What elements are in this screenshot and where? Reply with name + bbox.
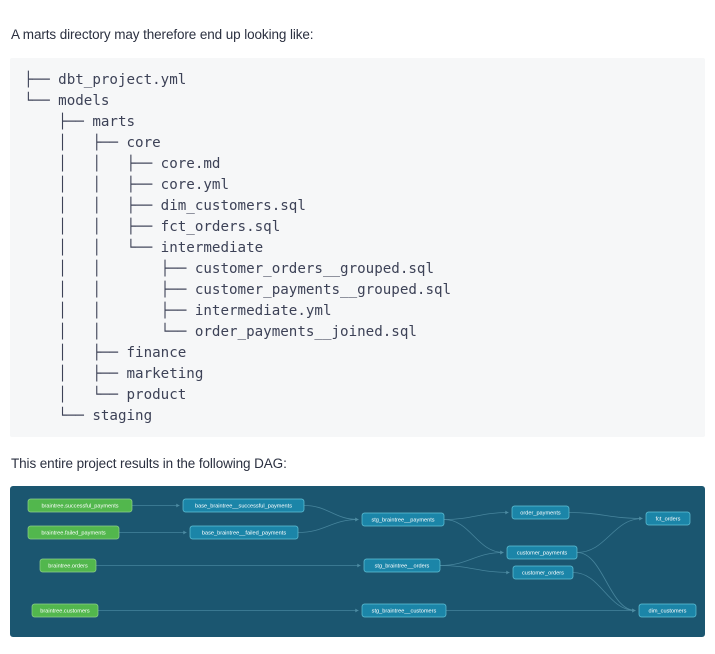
dag-edge <box>297 519 359 533</box>
dag-node-stg_braintree__payments[interactable]: stg_braintree__payments <box>361 512 445 527</box>
directory-tree-text: ├── dbt_project.yml └── models ├── marts… <box>24 71 452 424</box>
dag-node-box <box>638 603 697 618</box>
dag-edge-arrowhead <box>355 517 359 522</box>
dag-edge <box>443 512 509 520</box>
dag-node-box <box>645 511 691 526</box>
dag-edge-arrowhead <box>176 503 180 508</box>
dag-node-braintree_customers[interactable]: braintree.customers <box>31 603 99 618</box>
dag-node-box <box>363 558 441 573</box>
dag-edge <box>576 552 636 611</box>
dag-edge-arrowhead <box>357 563 361 568</box>
dag-node-dim_customers[interactable]: dim_customers <box>638 603 697 618</box>
dag-node-order_payments[interactable]: order_payments <box>511 505 570 520</box>
dag-node-label: order_payments <box>520 510 561 516</box>
dag-node-box <box>27 525 120 540</box>
dag-node-label: braintree.successful_payments <box>41 503 118 509</box>
dag-node-label: braintree.orders <box>48 563 88 569</box>
dag-node-box <box>511 505 570 520</box>
dag-node-box <box>361 512 445 527</box>
dag-node-box <box>39 558 97 573</box>
dag-node-box <box>512 565 574 580</box>
dag-node-label: dim_customers <box>649 608 687 614</box>
dag-edge-arrowhead <box>500 550 504 555</box>
dag-node-label: base_braintree__failed_payments <box>202 530 286 536</box>
dag-edge-arrowhead <box>639 516 643 521</box>
dag-node-box <box>506 545 578 560</box>
dag-graph: braintree.successful_payments braintree.f… <box>27 498 697 618</box>
dag-node-fct_orders[interactable]: fct_orders <box>645 511 691 526</box>
dag-edge-arrowhead <box>632 608 636 613</box>
dag-node-customer_payments[interactable]: customer_payments <box>506 545 578 560</box>
dag-edge-arrowhead <box>506 570 510 575</box>
dag-node-stg_braintree__customers[interactable]: stg_braintree__customers <box>361 603 447 618</box>
dag-node-box <box>27 498 133 513</box>
dag-node-braintree_successful_payments[interactable]: braintree.successful_payments <box>27 498 133 513</box>
dag-edge <box>576 518 643 553</box>
dag-node-braintree_failed_payments[interactable]: braintree.failed_payments <box>27 525 120 540</box>
dag-node-label: braintree.failed_payments <box>41 530 106 536</box>
dag-edge-layer <box>96 503 643 613</box>
dag-node-label: customer_payments <box>517 550 568 556</box>
dag-node-label: customer_orders <box>522 570 564 576</box>
dag-node-box <box>361 603 447 618</box>
dag-edge <box>568 512 643 519</box>
dag-node-label: stg_braintree__customers <box>372 608 437 614</box>
dag-node-box <box>189 525 299 540</box>
dag-node-label: base_braintree__successful_payments <box>195 503 292 509</box>
dag-node-label: stg_braintree__payments <box>371 517 434 523</box>
dag-node-label: braintree.customers <box>40 608 90 614</box>
dag-node-box <box>31 603 99 618</box>
intro-paragraph-marts: A marts directory may therefore end up l… <box>11 26 314 42</box>
dag-edge <box>572 572 636 611</box>
dag-edge <box>303 505 359 520</box>
doc-page: A marts directory may therefore end up l… <box>0 14 715 654</box>
dag-edge-arrowhead <box>183 530 187 535</box>
dag-node-stg_braintree__orders[interactable]: stg_braintree__orders <box>363 558 441 573</box>
dag-node-customer_orders[interactable]: customer_orders <box>512 565 574 580</box>
directory-tree-code-block: ├── dbt_project.yml └── models ├── marts… <box>10 57 705 437</box>
dag-panel: braintree.successful_payments braintree.f… <box>10 486 705 637</box>
dag-node-label: stg_braintree__orders <box>375 563 430 569</box>
dag-edge <box>439 565 510 573</box>
dag-node-base_braintree__failed_payments[interactable]: base_braintree__failed_payments <box>189 525 299 540</box>
dag-edge <box>443 519 504 553</box>
dag-edge <box>439 552 504 566</box>
dag-edge-arrowhead <box>505 510 509 515</box>
dag-node-layer: braintree.successful_payments braintree.f… <box>27 498 697 618</box>
dag-node-braintree_orders[interactable]: braintree.orders <box>39 558 97 573</box>
intro-paragraph-dag: This entire project results in the follo… <box>11 455 287 471</box>
dag-node-base_braintree__successful_payments[interactable]: base_braintree__successful_payments <box>182 498 305 513</box>
dag-node-label: fct_orders <box>656 516 681 522</box>
dag-edge-arrowhead <box>355 608 359 613</box>
dag-node-box <box>182 498 305 513</box>
